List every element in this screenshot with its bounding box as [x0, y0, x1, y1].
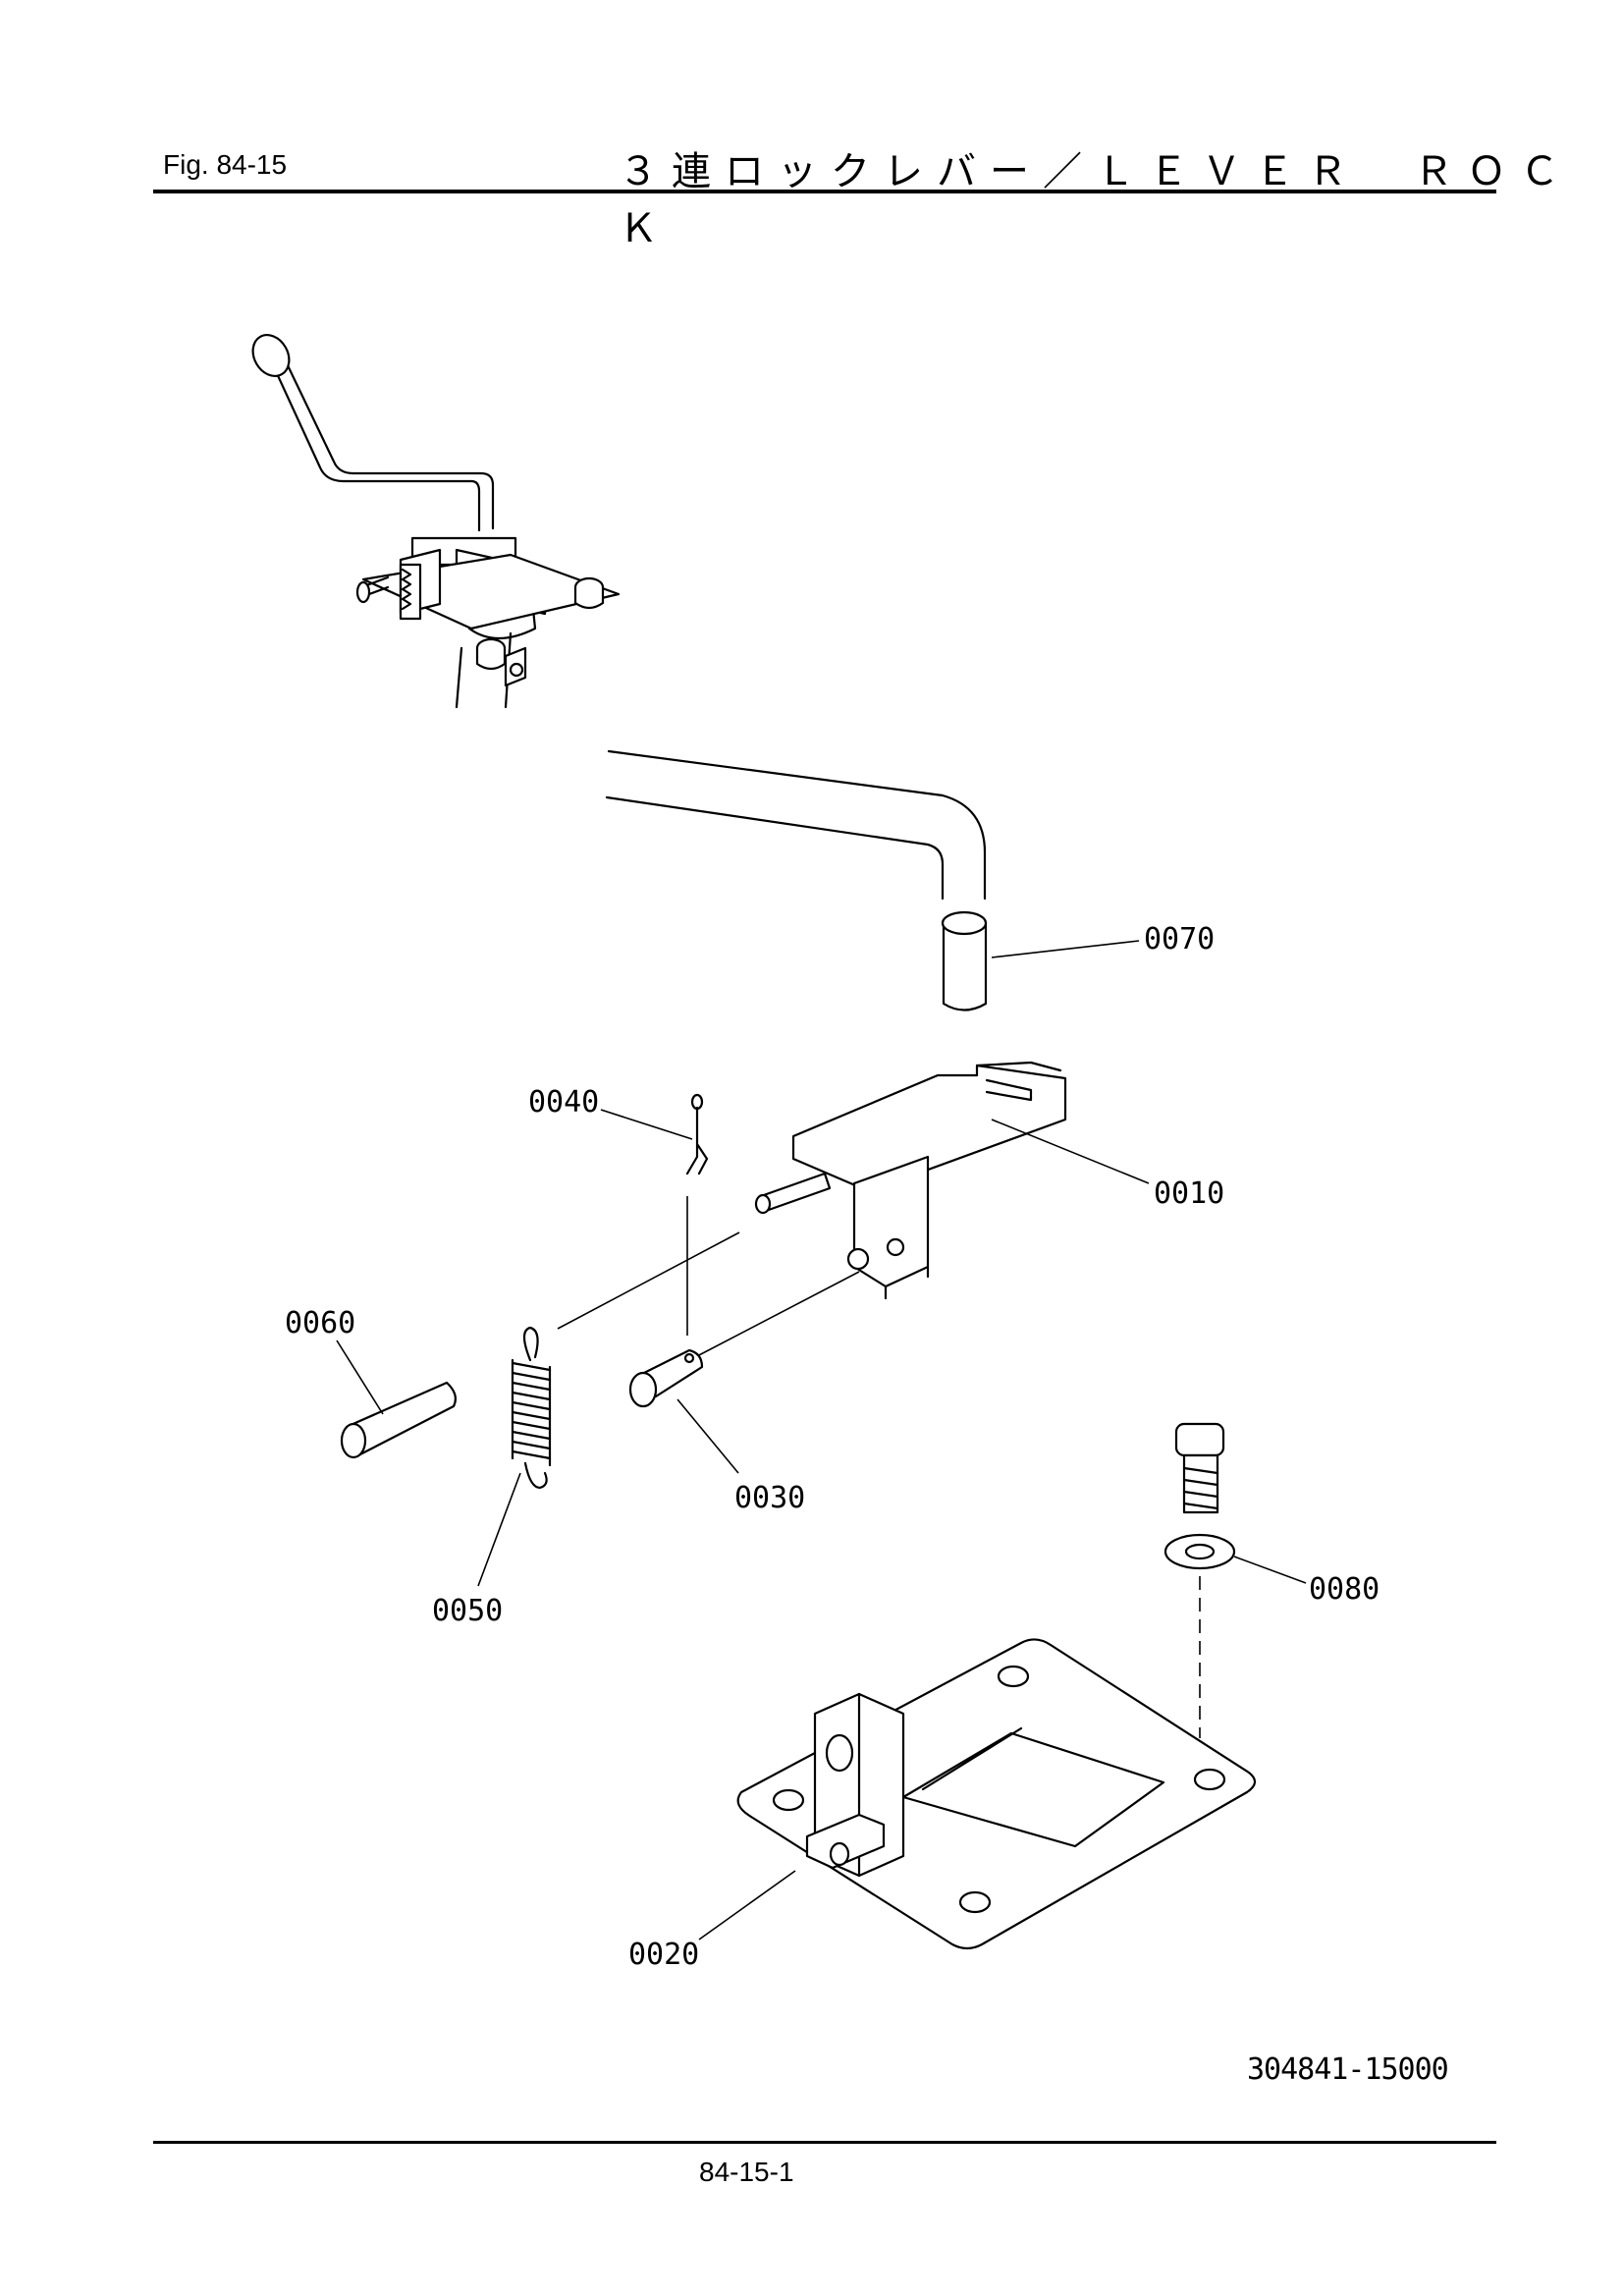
part-0010-bracket	[557, 1061, 1150, 1358]
lever-assembly-overview	[251, 334, 621, 709]
part-0040-split-pin	[600, 1093, 709, 1336]
lever-rod	[605, 749, 987, 901]
callout-0070: 0070	[1144, 922, 1215, 957]
figure-label: Fig. 84-15	[163, 149, 288, 180]
callout-0010: 0010	[1154, 1176, 1224, 1211]
part-0020-base-plate	[698, 1638, 1257, 1950]
part-0050-tension-spring	[477, 1326, 552, 1587]
part-0080-bolt-washer	[1163, 1422, 1307, 1738]
page-number: 84-15-1	[699, 2157, 794, 2187]
page-title: ３連ロックレバー／ＬＥＶＥＲ ＲＯＣＫ	[619, 149, 1573, 251]
callout-0080: 0080	[1309, 1572, 1380, 1607]
footer-rule	[153, 2141, 1496, 2144]
callout-0040: 0040	[528, 1085, 599, 1120]
part-0060-roller-pin	[336, 1339, 457, 1459]
overview-spring-icon	[401, 568, 412, 611]
drawing-number: 304841-15000	[1247, 2052, 1449, 2087]
header-rule	[153, 190, 1496, 193]
callout-0060: 0060	[285, 1306, 355, 1340]
callout-0050: 0050	[432, 1594, 503, 1628]
callout-0020: 0020	[628, 1938, 699, 1972]
part-0030-clevis-pin	[628, 1348, 739, 1474]
part-0070-sleeve	[941, 910, 1140, 1011]
callout-0030: 0030	[734, 1481, 805, 1515]
